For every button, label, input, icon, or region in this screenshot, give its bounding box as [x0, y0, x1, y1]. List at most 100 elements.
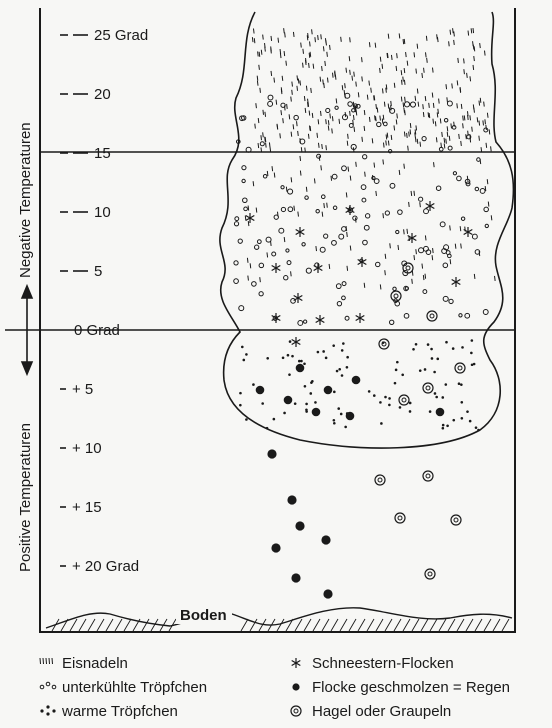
hail-core-mark — [457, 365, 463, 371]
dot-mark — [351, 375, 361, 385]
tick-label: 25 Grad — [94, 27, 148, 44]
open-droplet-mark — [403, 101, 411, 108]
ice-needle-mark — [349, 110, 351, 116]
ice-needle-mark — [395, 119, 398, 125]
open-droplet-mark — [290, 298, 296, 304]
open-droplet-mark — [447, 145, 453, 151]
legend-label: unterkühlte Tröpfchen — [62, 679, 207, 696]
ice-needle-mark — [331, 128, 333, 134]
ice-needle-mark — [401, 79, 403, 85]
dot-mark — [394, 368, 398, 372]
ice-needle-mark — [302, 48, 304, 54]
ice-needle-mark — [404, 96, 406, 102]
ice-needle-mark — [433, 162, 435, 168]
open-droplet-mark — [422, 289, 428, 294]
open-droplet-mark — [256, 239, 262, 245]
ice-needle-mark — [465, 134, 467, 140]
open-droplet-mark — [350, 143, 357, 151]
ice-needle-mark — [387, 33, 390, 39]
ice-needle-mark — [262, 34, 264, 40]
ice-needle-mark — [341, 85, 344, 91]
ice-needle-mark — [449, 225, 451, 231]
ice-needle-mark — [311, 29, 313, 35]
hail-core-mark — [393, 293, 399, 299]
star-icon — [291, 658, 301, 668]
ice-needle-mark — [406, 132, 408, 139]
open-droplet-mark — [233, 278, 239, 284]
dot-mark — [452, 418, 456, 422]
ice-needle-mark — [327, 120, 330, 126]
ice-needle-mark — [355, 110, 358, 116]
ice-needle-mark — [305, 186, 308, 192]
ice-needle-mark — [446, 126, 449, 132]
hatch-stroke — [78, 618, 87, 632]
ice-needle-mark — [371, 138, 374, 144]
dot-mark — [344, 425, 347, 429]
ice-needle-mark — [437, 108, 439, 114]
ice-needle-mark — [366, 94, 369, 100]
ice-needle-mark — [244, 215, 247, 221]
dot-mark — [291, 573, 301, 583]
hatch-stroke — [411, 618, 420, 632]
hatch-stroke — [321, 618, 330, 632]
ice-needle-mark — [357, 92, 360, 98]
dot-mark — [283, 395, 293, 405]
dot-mark — [321, 535, 331, 545]
tick-label: 10 — [94, 204, 111, 221]
ice-needle-mark — [279, 133, 281, 139]
ice-needle-mark — [363, 110, 366, 116]
ice-needle-mark — [296, 121, 298, 127]
hail-mark — [424, 568, 436, 580]
open-droplet-mark — [325, 107, 331, 114]
ice-needle-mark — [300, 147, 303, 153]
ice-needle-mark — [253, 38, 256, 44]
open-droplet-mark — [271, 251, 277, 257]
dot-mark — [266, 356, 270, 360]
ice-needle-mark — [417, 101, 420, 107]
ice-needle-mark — [351, 75, 354, 81]
open-droplet-mark — [293, 114, 299, 121]
ice-needle-mark — [321, 211, 324, 217]
ice-needle-mark — [290, 271, 292, 277]
dot-mark — [441, 396, 445, 399]
ice-needle-mark — [448, 41, 450, 47]
ice-needle-mark — [445, 138, 447, 144]
ice-needle-mark — [260, 49, 263, 55]
open-droplet-mark — [285, 248, 290, 253]
open-droplet-mark — [241, 115, 247, 121]
open-droplet-mark — [347, 101, 353, 107]
ice-needle-mark — [273, 172, 276, 178]
ice-needle-mark — [286, 103, 288, 109]
dot-mark — [426, 343, 430, 346]
hatch-stroke — [60, 618, 69, 632]
ice-needle-mark — [317, 119, 320, 125]
ground-line — [45, 607, 513, 629]
ice-needle-mark — [431, 92, 434, 98]
ice-needle-mark — [422, 112, 425, 118]
open-droplet-mark — [360, 184, 367, 190]
ice-needle-mark — [480, 147, 483, 153]
ice-needle-mark — [361, 136, 363, 142]
dot-mark — [309, 392, 313, 395]
temperature-double-arrow — [20, 283, 34, 377]
tick-label: 15 — [94, 145, 111, 162]
ice-needle-mark — [459, 226, 462, 232]
open-droplet-mark — [245, 146, 252, 153]
hatch-stroke — [447, 618, 456, 632]
ice-needle-mark — [398, 33, 401, 39]
ice-needle-mark — [413, 190, 416, 196]
dot-mark — [292, 683, 300, 691]
ice-needle-mark — [323, 83, 325, 89]
dot-mark — [367, 390, 371, 393]
ice-needle-mark — [265, 142, 267, 148]
ice-needle-mark — [396, 53, 398, 59]
ice-needle-mark — [304, 107, 307, 114]
ice-needle-mark — [478, 120, 481, 126]
hatch-stroke — [366, 618, 375, 632]
ice-needle-mark — [316, 132, 319, 138]
ice-needle-mark — [320, 34, 322, 40]
ice-needle-mark — [340, 36, 342, 42]
open-droplet-mark — [448, 298, 454, 305]
